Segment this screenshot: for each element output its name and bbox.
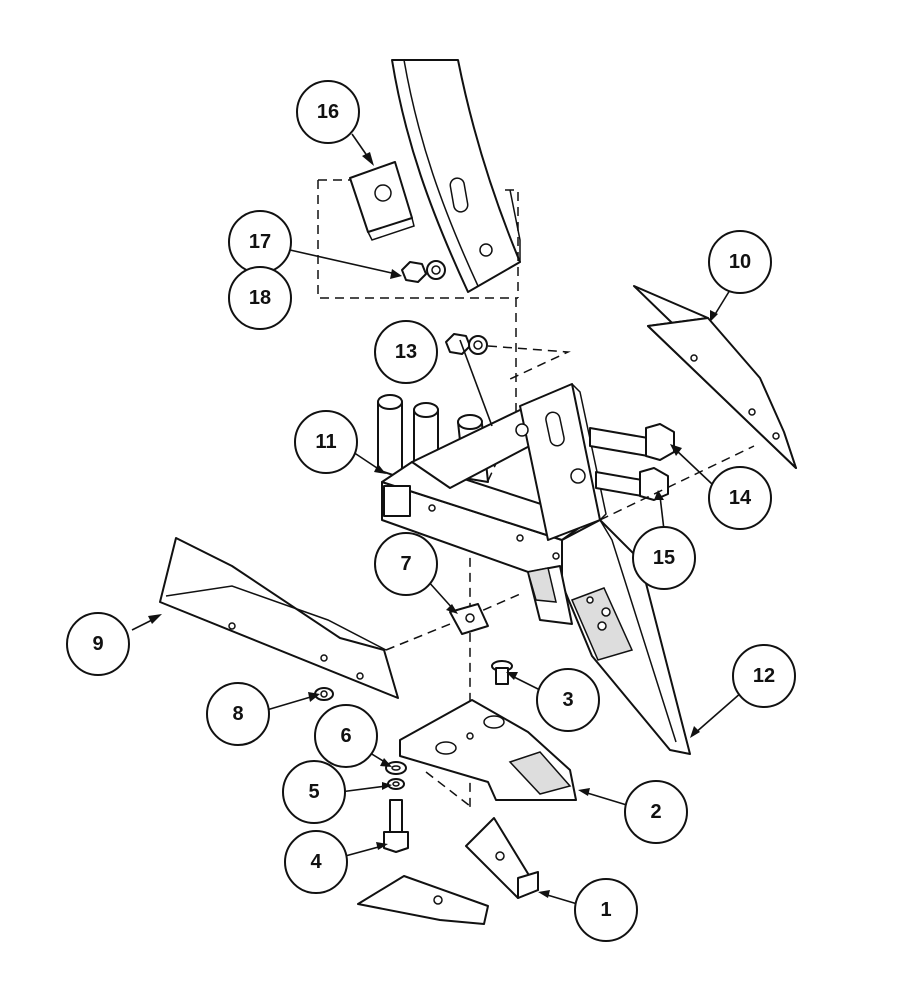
curved-shank [391,59,521,293]
callout-9: 9 [66,612,130,676]
svg-text:9: 9 [92,633,103,655]
svg-text:8: 8 [232,703,243,725]
adapter-dash-line [425,771,471,807]
callout-15: 15 [632,526,696,590]
svg-text:4: 4 [310,851,322,873]
svg-text:13: 13 [395,341,417,363]
clip-part-7 [449,603,489,635]
wing-blade-part-9 [159,537,399,699]
leader-lines [131,133,743,907]
callout-3: 3 [536,668,600,732]
vertical-alignment-line [469,298,517,810]
bolt-alignment-line [599,445,755,521]
bolt-part-15 [595,467,669,501]
svg-text:11: 11 [315,431,336,453]
callout-13: 13 [374,320,438,384]
svg-text:1: 1 [600,899,611,921]
svg-text:2: 2 [650,801,661,823]
svg-text:17: 17 [249,231,271,253]
callout-6: 6 [314,704,378,768]
callout-8: 8 [206,682,270,746]
svg-text:14: 14 [729,487,752,509]
adapter-part-2 [399,699,577,801]
bolt-part-14 [589,423,675,461]
main-frame-part-11 [377,383,607,585]
svg-text:7: 7 [400,553,411,575]
callout-2: 2 [624,780,688,844]
plow-bolt-part-8 [314,687,334,701]
assembly-dash-box [317,179,519,299]
callout-5: 5 [282,760,346,824]
svg-text:3: 3 [562,689,573,711]
callout-16: 16 [296,80,360,144]
square-plate-part-16 [349,161,415,241]
svg-text:5: 5 [308,781,319,803]
frame-nut-washer [445,333,571,381]
callout-17: 17 [228,210,292,274]
callout-14: 14 [708,466,772,530]
lockwasher-part-5 [387,778,405,790]
callout-18: 18 [228,266,292,330]
callout-4: 4 [284,830,348,894]
svg-text:16: 16 [317,101,339,123]
callout-12: 12 [732,644,796,708]
svg-text:18: 18 [249,287,271,309]
point-part-1 [357,817,539,925]
nut-washer-17-18 [401,260,446,283]
left-wing-alignment-line [385,593,521,651]
svg-text:6: 6 [340,725,351,747]
shank-point-part-12 [527,519,691,755]
plow-bolt-part-3 [491,660,513,685]
washer-part-6 [385,761,407,775]
wing-blade-part-10 [633,285,797,469]
svg-text:15: 15 [653,547,675,569]
svg-text:12: 12 [753,665,775,687]
callout-7: 7 [374,532,438,596]
callout-11: 11 [294,410,358,474]
svg-text:10: 10 [729,251,751,273]
callout-10: 10 [708,230,772,294]
callout-1: 1 [574,878,638,942]
